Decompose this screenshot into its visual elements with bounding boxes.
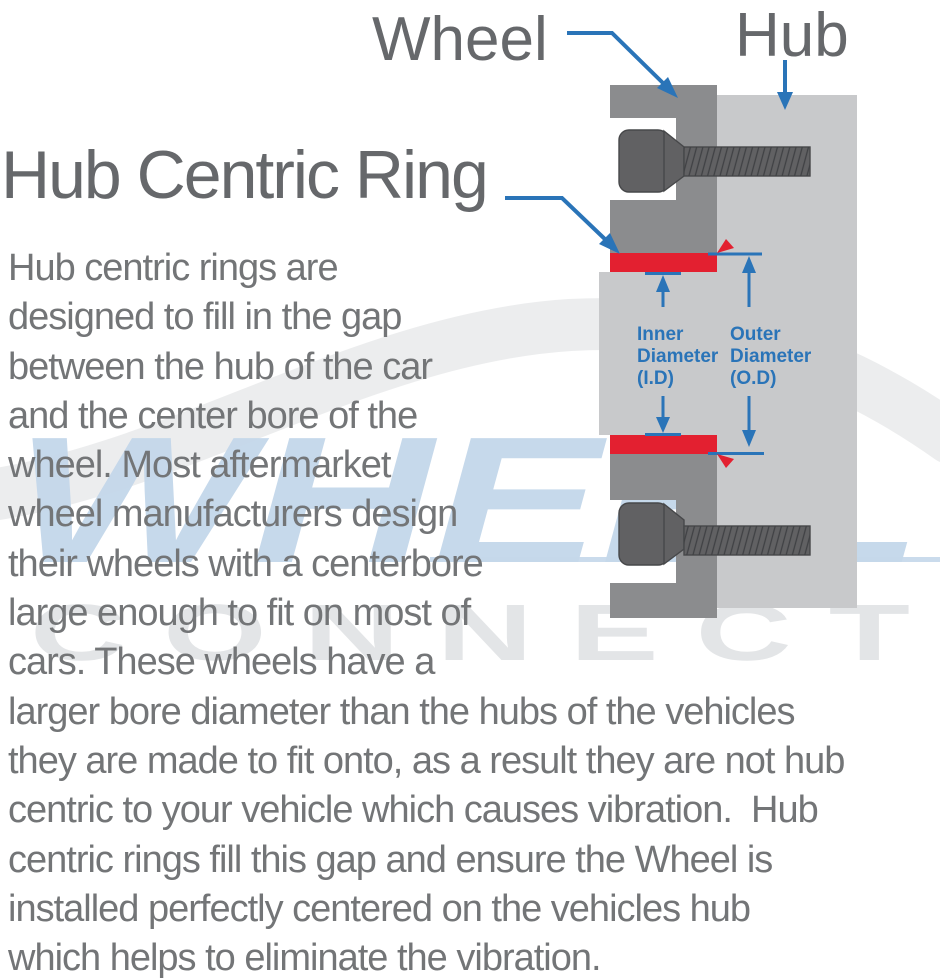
od-red-arrowhead-bottom (717, 454, 734, 468)
annotations: Inner Diameter (I.D) Outer Diameter (O.D… (505, 31, 812, 468)
paragraph-line: large enough to fit on most of (8, 592, 471, 635)
hub-body-shape (717, 95, 857, 608)
paragraph-line: larger bore diameter than the hubs of th… (8, 690, 796, 733)
paragraph-line: between the hub of the car (8, 345, 433, 388)
id-up-arrowhead (656, 275, 670, 292)
paragraph-line: and the center bore of the (8, 394, 418, 437)
hub-centric-ring-callout-label: Hub Centric Ring (1, 137, 489, 213)
wheel-callout-label: Wheel (372, 5, 548, 74)
ring-pointer-line (505, 196, 611, 245)
inner-diameter-label-line3: (I.D) (637, 368, 674, 389)
lug-bolt-top (618, 129, 811, 193)
wheel-pointer-arrowhead (657, 77, 678, 98)
paragraph-line: wheel manufacturers design (8, 493, 458, 536)
hub-pilot-shape (599, 272, 717, 435)
inner-diameter-label-line2: Diameter (637, 346, 719, 367)
paragraph-line: centric to your vehicle which causes vib… (8, 789, 819, 832)
hub-centric-ring-bottom (610, 435, 717, 454)
wheel-pointer-line (567, 31, 667, 87)
paragraph-line: which helps to eliminate the vibration. (8, 937, 602, 980)
hub-pointer-arrowhead (777, 92, 793, 110)
paragraph-line: they are made to fit onto, as a result t… (8, 739, 845, 782)
paragraph-line: their wheels with a centerbore (8, 542, 484, 585)
od-down-arrowhead (742, 430, 756, 447)
paragraph-line: cars. These wheels have a (8, 641, 435, 684)
bolt-threads (684, 526, 810, 555)
wheel-lower-shape (610, 454, 717, 618)
ring-pointer-arrowhead (599, 233, 620, 254)
hub-centric-ring-top (610, 253, 717, 272)
id-down-arrowhead (656, 417, 670, 433)
inner-diameter-label-line1: Inner (637, 324, 684, 345)
paragraph-line: installed perfectly centered on the vehi… (8, 887, 751, 930)
od-up-arrowhead (742, 256, 756, 273)
hub-callout-label: Hub (735, 1, 849, 70)
outer-diameter-label-line3: (O.D) (730, 368, 776, 389)
bolt-threads (684, 147, 810, 176)
lug-bolt-bottom (618, 502, 811, 566)
bolt-head (618, 129, 669, 193)
od-red-arrowhead-top (717, 239, 734, 253)
cross-section-diagram (599, 85, 857, 618)
paragraph-line: centric rings fill this gap and ensure t… (8, 838, 773, 881)
wheel-upper-shape (610, 85, 717, 253)
paragraph-line: designed to fill in the gap (8, 296, 402, 339)
outer-diameter-label-line2: Diameter (730, 346, 812, 367)
outer-diameter-label-line1: Outer (730, 324, 781, 345)
paragraph-line: Hub centric rings are (8, 247, 339, 289)
paragraph-line: wheel. Most aftermarket (8, 444, 391, 487)
description-paragraph: Hub centric rings are designed to fill in… (8, 244, 940, 980)
